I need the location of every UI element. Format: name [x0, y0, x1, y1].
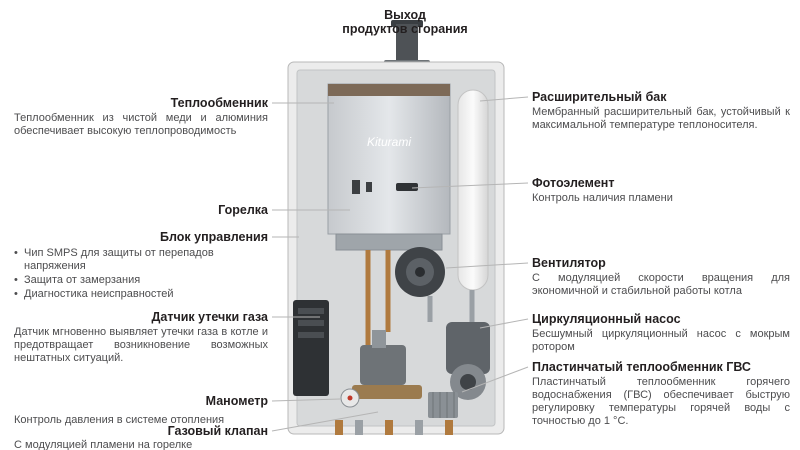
gas-valve-icon [352, 330, 422, 399]
fan-icon [395, 247, 445, 297]
leader-lines [271, 96, 529, 432]
flue-outlet-label: Выход продуктов сгорания [300, 8, 510, 36]
plate-heat-exchanger-icon [428, 392, 458, 418]
callout-desc: Мембранный расширительный бак, устойчивы… [532, 106, 790, 131]
callout-title: Блок управления [160, 230, 268, 244]
callout-control-unit: Блок управления Чип SMPS для защиты от п… [14, 230, 268, 301]
callout-desc: Контроль давления в системе отопления [14, 414, 225, 426]
control-unit-feature: Диагностика неисправностей [14, 288, 268, 301]
callout-title: Расширительный бак [532, 90, 667, 104]
heat-exchanger-icon: Kiturami [327, 83, 451, 235]
callout-title: Циркуляционный насос [532, 312, 681, 326]
callout-gas-leak-sensor: Датчик утечки газа Датчик мгновенно выяв… [14, 310, 268, 365]
brand-logo: Kiturami [367, 135, 411, 149]
callout-title: Фотоэлемент [532, 176, 615, 190]
callout-title: Манометр [205, 394, 268, 408]
callout-desc: Бесшумный циркуляционный насос с мокрым … [532, 328, 790, 353]
callout-desc: С модуляцией пламени на горелке [14, 439, 193, 450]
callout-title: Горелка [218, 203, 268, 217]
burner-icon [335, 233, 443, 251]
callout-desc: С модуляцией скорости вращения для эконо… [532, 272, 790, 297]
callout-expansion-tank: Расширительный бак Мембранный расширител… [532, 90, 790, 132]
callout-circulation-pump: Циркуляционный насос Бесшумный циркуляци… [532, 312, 790, 354]
control-unit-icon [293, 300, 329, 396]
flue-outlet-label-line2: продуктов сгорания [342, 22, 468, 36]
callout-photocell: Фотоэлемент Контроль наличия пламени [532, 176, 790, 205]
flue-outlet-label-line1: Выход [384, 8, 426, 22]
callout-title: Пластинчатый теплообменник ГВС [532, 360, 751, 374]
callout-title: Теплообменник [170, 96, 268, 110]
photocell-sensor-icon [396, 183, 418, 191]
pressure-gauge-icon [340, 388, 360, 408]
callout-desc: Теплообменник из чистой меди и алюминия … [14, 112, 268, 137]
callout-title: Газовый клапан [167, 424, 268, 438]
callout-desc: Контроль наличия пламени [532, 192, 673, 204]
callout-desc: Пластинчатый теплообменник горячего водо… [532, 376, 790, 427]
callout-fan: Вентилятор С модуляцией скорости вращени… [532, 256, 790, 298]
expansion-tank-icon [457, 89, 489, 291]
callout-burner: Горелка [14, 203, 268, 217]
callout-heat-exchanger: Теплообменник Теплообменник из чистой ме… [14, 96, 268, 138]
callout-plate-heat-exchanger: Пластинчатый теплообменник ГВС Пластинча… [532, 360, 790, 428]
callout-gas-valve: Газовый клапан С модуляцией пламени на г… [14, 424, 268, 450]
callout-desc: Датчик мгновенно выявляет утечки газа в … [14, 326, 268, 364]
callout-manometer: Манометр Контроль давления в системе ото… [14, 394, 268, 426]
control-unit-features: Чип SMPS для защиты от перепадов напряже… [14, 247, 268, 301]
callout-title: Датчик утечки газа [151, 310, 269, 324]
control-unit-feature: Чип SMPS для защиты от перепадов напряже… [14, 247, 268, 273]
control-unit-feature: Защита от замерзания [14, 274, 268, 287]
callout-title: Вентилятор [532, 256, 606, 270]
circulation-pump-icon [446, 322, 490, 400]
pipes [335, 250, 475, 435]
